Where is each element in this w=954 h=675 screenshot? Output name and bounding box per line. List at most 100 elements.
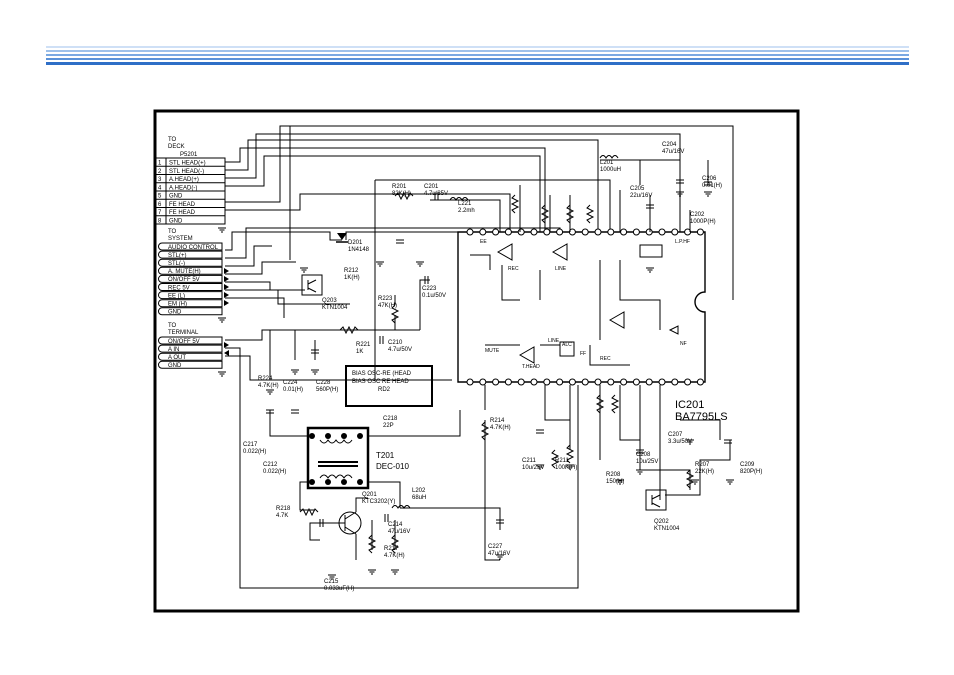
component-ref: C227 (488, 544, 503, 550)
component-value: KTC3202(Y) (362, 499, 395, 505)
deck-pin-num: 7 (158, 210, 162, 216)
ic-pin (568, 228, 576, 236)
deck-name: DECK (168, 144, 185, 150)
component-value: 4.7K (276, 513, 288, 519)
system-pin (158, 299, 223, 308)
terminal-pin-label: ON/OFF 5V (168, 339, 200, 345)
component-ref: C206 (702, 176, 717, 182)
inductor-symbol (391, 505, 411, 509)
system-pin (158, 283, 223, 291)
deck-pin-num: 5 (158, 194, 162, 200)
ic-pin (607, 378, 615, 386)
component-ref: D201 (348, 240, 363, 246)
resistor-symbol (394, 191, 414, 201)
component-value: 22K(H) (695, 469, 714, 475)
deck-ref: P5201 (180, 152, 198, 158)
component-ref: C212 (263, 462, 278, 468)
component-value: 1K(H) (344, 275, 360, 281)
deck-pin-label: STL HEAD(+) (169, 161, 206, 167)
ic-pin (479, 378, 487, 386)
ic-pin (530, 378, 538, 386)
ground-icon (686, 439, 694, 445)
component-value: 47u/16V (662, 149, 684, 155)
system-pin-label: EM (H) (168, 302, 187, 308)
ic-pin (645, 378, 653, 386)
inductor-symbol (449, 197, 469, 201)
ic-pin (594, 378, 602, 386)
component-ref: R214 (490, 418, 505, 424)
bias-line2: BIAS OSC RE HEAD (352, 379, 409, 385)
ic-pin (543, 378, 551, 386)
component-ref: C224 (283, 380, 298, 386)
component-ref: C214 (388, 522, 403, 528)
component-value: 4.7u/35V (424, 191, 448, 197)
ic-internal-label: EE (480, 239, 487, 245)
system-pin-label: A. MUTE(H) (168, 269, 201, 275)
ic-pin (517, 378, 525, 386)
component-ref: C205 (630, 186, 645, 192)
deck-pin-num: 3 (158, 177, 162, 183)
component-ref: C217 (243, 442, 258, 448)
ground-icon (691, 479, 699, 485)
ic-pin (671, 228, 679, 236)
ic-pin (530, 228, 538, 236)
transformer-t201: T201 DEC-010 (306, 426, 409, 490)
t201-ref: T201 (376, 451, 395, 460)
component-ref: C201 (424, 184, 439, 190)
component-ref: C202 (690, 212, 705, 218)
ic-pin (645, 228, 653, 236)
terminal-pin-label: A IN (168, 347, 179, 353)
ic-internal-label: T.HEAD (522, 364, 540, 370)
terminal-pin (158, 360, 223, 369)
component-value: 4.7u/50V (388, 347, 412, 353)
ground-icon (376, 261, 384, 267)
diode-d201 (336, 233, 348, 243)
component-ref: C204 (662, 142, 677, 148)
component-value: 68uH (412, 495, 426, 501)
component-value: 47K(H) (378, 303, 397, 309)
resistor-symbol (595, 394, 605, 414)
system-to-label: TO (168, 229, 177, 235)
terminal-pin-label: GND (168, 363, 182, 369)
ground-icon (291, 369, 299, 375)
ic-pin (466, 228, 474, 236)
ic-pin (632, 228, 640, 236)
ic-internal-label: REC (508, 266, 519, 272)
ic-pin (658, 228, 666, 236)
ic-internal-label: LINE (548, 338, 560, 344)
ic-internal-label: L.P.HF (675, 239, 690, 245)
component-ref: R217 (384, 546, 399, 552)
ic-pin (492, 228, 500, 236)
deck-pin-label: FE HEAD (169, 202, 196, 208)
ic-pin (543, 228, 551, 236)
resistor-symbol (565, 204, 575, 224)
ic-pin (632, 378, 640, 386)
component-value: 0.1u/50V (422, 293, 446, 299)
transistor-q201 (330, 511, 362, 535)
system-pin-label: EE (L) (168, 293, 185, 299)
system-pin (158, 291, 223, 300)
component-value: 4.7K(H) (258, 383, 279, 389)
component-value: 1K (356, 349, 363, 355)
ground-icon (218, 317, 226, 323)
ground-icon (368, 569, 376, 575)
system-pin-label: GND (168, 310, 182, 316)
ic-internal-label: REC (600, 356, 611, 362)
component-ref: R223 (378, 296, 393, 302)
ground-icon (566, 464, 574, 470)
deck-pin-label: GND (169, 194, 183, 200)
ground-icon (536, 464, 544, 470)
component-value: 560P(H) (316, 387, 338, 393)
component-ref: R207 (695, 462, 710, 468)
ground-icon (616, 479, 624, 485)
ground-icon (218, 371, 226, 377)
system-pin (158, 266, 223, 275)
component-value: 10u/25V (636, 459, 658, 465)
ic-internal-label: MUTE (485, 348, 500, 354)
terminal-pin (158, 344, 223, 353)
component-ref: L202 (412, 488, 426, 494)
system-pin-label: STL(-) (168, 261, 185, 267)
ground-icon (300, 267, 308, 273)
ic-pin (696, 228, 704, 236)
